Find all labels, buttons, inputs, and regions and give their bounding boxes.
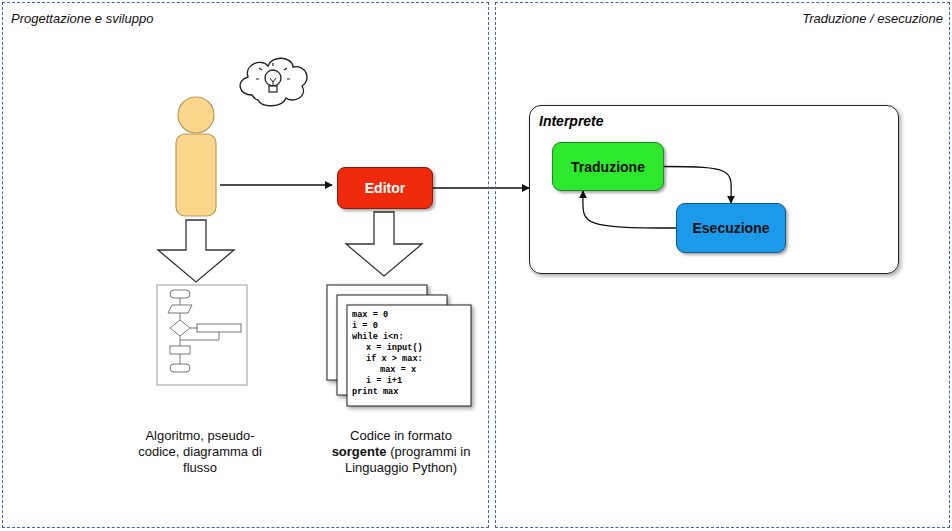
code-line: while i<n: [352,332,468,343]
block-arrow [346,212,422,276]
code-listing: max = 0i = 0while i<n:x = input()if x > … [352,310,468,398]
interpreter-box: InterpreteTraduzioneEsecuzione [529,105,899,274]
code-line: print max [352,387,468,398]
code-sheet [347,305,471,406]
process-box: Esecuzione [676,203,786,253]
caption: Algoritmo, pseudo-codice, diagramma di f… [130,428,270,476]
arrow-line [220,184,332,185]
node-title: Traduzione / esecuzione [802,11,943,26]
node-title: Esecuzione [692,220,769,236]
code-line: i = 0 [352,321,468,332]
connector-arrow [583,191,676,228]
flowchart-sheet [157,285,247,385]
code-line: max = x [352,365,468,376]
connector-arrow [664,167,731,204]
node-title: Traduzione [571,159,645,175]
code-line: max = 0 [352,310,468,321]
editor-box: Editor [337,167,433,209]
region-panel: Traduzione / esecuzioneInterpreteTraduzi… [495,2,950,528]
code-line: if x > max: [352,354,468,365]
process-box: Traduzione [552,142,664,191]
idea-cloud [240,58,307,106]
code-line: i = i+1 [352,376,468,387]
code-line: x = input() [352,343,468,354]
node-title: Interprete [539,113,604,129]
connector-arrow [433,187,529,188]
caption-bold: sorgente [332,444,387,459]
node-title: Progettazione e sviluppo [11,11,153,26]
caption-text: Algoritmo, pseudo-codice, diagramma di f… [138,428,262,475]
block-arrow [158,220,234,282]
node-title: Editor [365,180,405,196]
caption: Codice in formato sorgente (programmi in… [328,428,474,476]
person-figure [176,97,216,216]
caption-text: Codice in formato [350,428,452,443]
